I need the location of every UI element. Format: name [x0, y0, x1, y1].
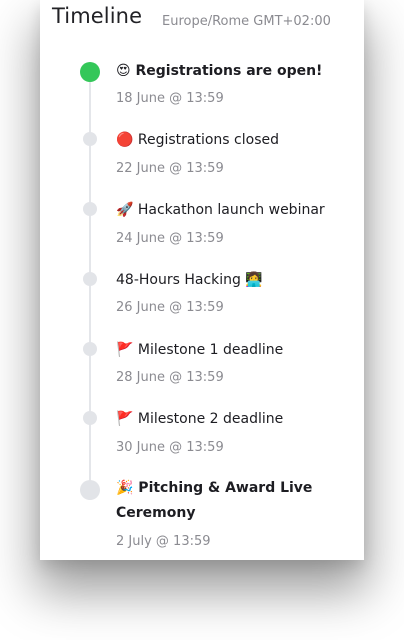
- event-date: 22 June @ 13:59: [116, 161, 224, 176]
- event-date: 30 June @ 13:59: [116, 440, 224, 455]
- timezone-label: Europe/Rome GMT+02:00: [162, 14, 331, 29]
- timeline-dot: [83, 202, 97, 216]
- timeline-dot: [83, 272, 97, 286]
- event-date: 24 June @ 13:59: [116, 231, 224, 246]
- event-title: 48-Hours Hacking 👩‍💻: [116, 272, 263, 288]
- event-title: 🚩 Milestone 1 deadline: [116, 342, 284, 358]
- event-date: 26 June @ 13:59: [116, 300, 224, 315]
- timeline-dot: [83, 411, 97, 425]
- event-title: 🔴 Registrations closed: [116, 132, 279, 148]
- timeline-dot-active: [80, 62, 100, 82]
- event-title: 🎉 Pitching & Award Live Ceremony: [116, 480, 313, 521]
- timeline-card: Timeline Europe/Rome GMT+02:00 😍 Registr…: [40, 0, 364, 560]
- timeline-dot: [80, 480, 100, 500]
- timeline-dot: [83, 342, 97, 356]
- event-date: 18 June @ 13:59: [116, 91, 224, 106]
- event-date: 28 June @ 13:59: [116, 370, 224, 385]
- event-title: 🚀 Hackathon launch webinar: [116, 202, 325, 218]
- timeline-title: Timeline: [52, 4, 143, 28]
- timeline-rail: [88, 78, 91, 496]
- event-date: 2 July @ 13:59: [116, 534, 211, 549]
- event-title: 🚩 Milestone 2 deadline: [116, 411, 284, 427]
- timeline-dot: [83, 132, 97, 146]
- event-title: 😍 Registrations are open!: [116, 63, 323, 79]
